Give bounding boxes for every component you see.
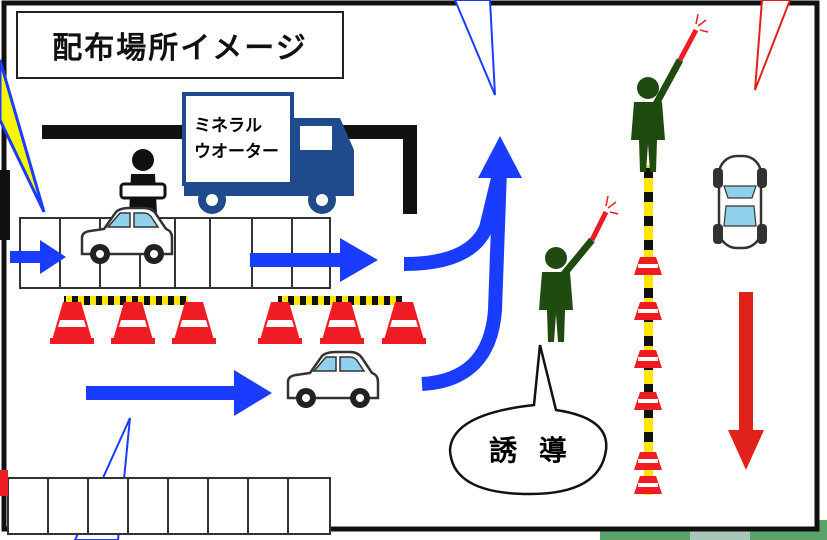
parking-row-bottom — [7, 477, 331, 535]
car-exiting — [713, 154, 767, 250]
flow-arrows — [10, 136, 522, 416]
truck-label: ミネラル ウオーター — [184, 94, 292, 184]
page-title: 配布場所イメージ — [16, 11, 344, 79]
barrier-left — [50, 296, 216, 344]
water-truck — [182, 92, 354, 214]
exit-arrow — [728, 292, 764, 470]
arrow-entry-left — [10, 240, 66, 274]
guide-speech-bubble — [448, 344, 608, 496]
callout-tail-top-center — [453, 0, 496, 96]
arrow-curve-head — [478, 136, 522, 178]
guide-person-bottom — [539, 195, 619, 342]
callout-tail-top-left — [0, 59, 46, 213]
truck-label-line1: ミネラル — [194, 116, 262, 136]
lane-divider — [634, 165, 662, 495]
guide-person-top — [631, 13, 709, 172]
arrow-curve-upper — [403, 168, 507, 271]
arrow-curve-lower — [421, 169, 507, 391]
truck-label-line2: ウオーター — [194, 142, 279, 162]
callout-tail-top-right — [754, 0, 792, 91]
barrier-right — [258, 296, 426, 344]
arrow-mid-bottom — [86, 370, 272, 416]
guide-bubble-text: 誘 導 — [489, 434, 573, 467]
arrow-mid-top — [250, 238, 378, 282]
